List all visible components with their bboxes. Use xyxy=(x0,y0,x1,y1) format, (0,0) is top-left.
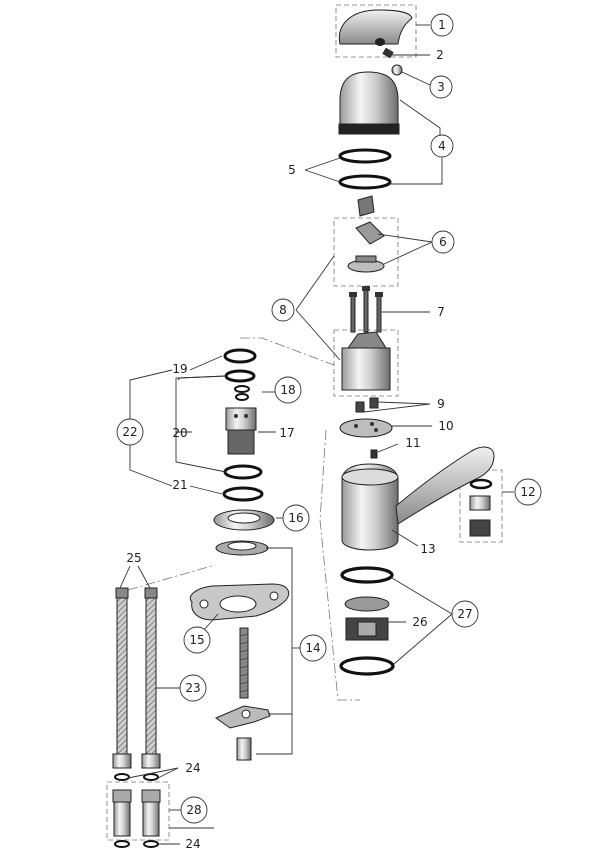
svg-text:15: 15 xyxy=(189,633,204,647)
part-28-adapters xyxy=(112,789,161,837)
part-9-screws xyxy=(355,397,379,413)
part-7-screws xyxy=(349,286,383,333)
part-5-o-rings xyxy=(338,148,392,190)
svg-text:26: 26 xyxy=(412,615,427,629)
callout-17: 17 xyxy=(279,426,294,440)
callout-12: 12 xyxy=(514,478,542,506)
svg-text:10: 10 xyxy=(438,419,453,433)
svg-text:20: 20 xyxy=(172,426,187,440)
svg-text:24: 24 xyxy=(185,837,200,851)
part-6-cartridge-top xyxy=(347,195,385,273)
callout-24-top: 24 xyxy=(185,761,200,775)
callout-14: 14 xyxy=(299,634,327,662)
callout-23: 23 xyxy=(179,674,207,702)
part-20-o-ring xyxy=(224,369,256,383)
svg-text:11: 11 xyxy=(405,436,420,450)
part-14-threaded-rod xyxy=(239,627,249,699)
callout-9: 9 xyxy=(437,397,445,411)
part-14-clamp xyxy=(214,705,271,729)
svg-text:16: 16 xyxy=(288,511,303,525)
part-13-faucet-body xyxy=(341,446,495,551)
callout-8: 8 xyxy=(271,298,295,322)
svg-text:21: 21 xyxy=(172,478,187,492)
part-19-o-ring xyxy=(223,348,257,364)
callout-11: 11 xyxy=(405,436,420,450)
guide-lines xyxy=(106,4,503,841)
callout-27: 27 xyxy=(451,600,479,628)
callout-22: 22 xyxy=(116,418,144,446)
callout-5: 5 xyxy=(288,163,296,177)
callout-3: 3 xyxy=(429,75,453,99)
svg-text:4: 4 xyxy=(438,139,446,153)
svg-text:14: 14 xyxy=(305,641,320,655)
part-4-dome-cover xyxy=(338,71,400,135)
svg-text:27: 27 xyxy=(457,607,472,621)
svg-text:23: 23 xyxy=(185,681,200,695)
svg-text:18: 18 xyxy=(280,383,295,397)
callout-28: 28 xyxy=(180,796,208,824)
callout-26: 26 xyxy=(412,615,427,629)
callout-20: 20 xyxy=(172,426,187,440)
part-14-nut xyxy=(236,737,252,761)
svg-text:12: 12 xyxy=(520,485,535,499)
part-27-seal-rings xyxy=(339,566,395,676)
part-15-mounting-plate xyxy=(189,583,290,621)
callout-16: 16 xyxy=(282,504,310,532)
part-3-cap xyxy=(391,64,403,76)
callout-24-bottom: 24 xyxy=(185,837,200,851)
svg-text:19: 19 xyxy=(172,362,187,376)
callout-10: 10 xyxy=(438,419,453,433)
svg-text:6: 6 xyxy=(439,235,447,249)
part-8-cartridge-body xyxy=(341,331,391,391)
part-10-base-disk xyxy=(339,418,393,438)
part-26-adaptor-nut xyxy=(344,596,390,641)
part-16-flange xyxy=(213,509,275,531)
part-11-pin xyxy=(370,449,378,459)
svg-text:3: 3 xyxy=(437,80,445,94)
svg-text:8: 8 xyxy=(279,303,287,317)
callout-19: 19 xyxy=(172,362,187,376)
callout-18: 18 xyxy=(274,376,302,404)
callout-4: 4 xyxy=(430,134,454,158)
svg-text:22: 22 xyxy=(122,425,137,439)
callout-21: 21 xyxy=(172,478,187,492)
part-hose-nuts xyxy=(112,753,161,769)
part-14-washer xyxy=(215,540,269,556)
svg-text:1: 1 xyxy=(438,18,446,32)
callout-25: 25 xyxy=(126,551,141,565)
callout-7: 7 xyxy=(437,305,445,319)
svg-text:24: 24 xyxy=(185,761,200,775)
part-23-braided-hoses xyxy=(115,587,158,757)
part-18-small-rings xyxy=(234,385,250,401)
svg-text:5: 5 xyxy=(288,163,296,177)
part-12-aerator xyxy=(469,478,493,537)
callout-13: 13 xyxy=(420,542,435,556)
svg-text:7: 7 xyxy=(437,305,445,319)
svg-text:28: 28 xyxy=(186,803,201,817)
svg-text:2: 2 xyxy=(436,48,444,62)
svg-text:25: 25 xyxy=(126,551,141,565)
callout-2: 2 xyxy=(436,48,444,62)
part-17-valve-insert xyxy=(225,407,257,455)
svg-text:13: 13 xyxy=(420,542,435,556)
part-21-o-rings xyxy=(222,464,264,502)
svg-text:17: 17 xyxy=(279,426,294,440)
callout-1: 1 xyxy=(430,13,454,37)
part-2-screw xyxy=(382,47,394,59)
leader-lines xyxy=(119,24,514,845)
part-1-lever-handle xyxy=(338,9,413,46)
callout-6: 6 xyxy=(431,230,455,254)
callout-15: 15 xyxy=(183,626,211,654)
svg-text:9: 9 xyxy=(437,397,445,411)
